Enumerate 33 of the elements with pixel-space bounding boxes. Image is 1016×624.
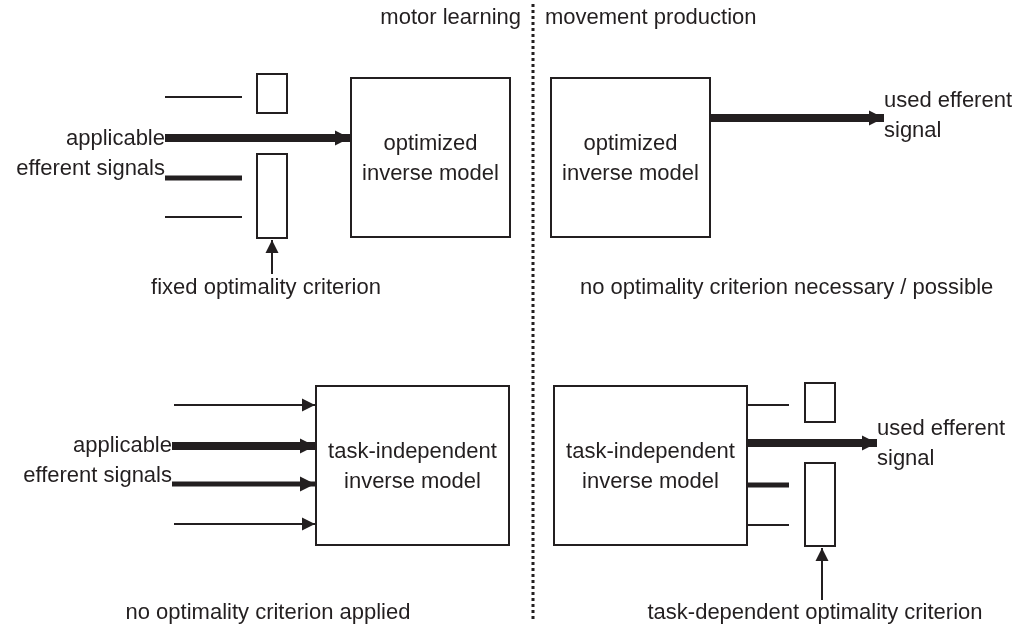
arrow <box>173 517 316 531</box>
signal-label: task-dependent optimality criterion <box>647 600 983 624</box>
box-label: task-independent inverse model <box>565 436 736 495</box>
signal-label: applicable efferent signals <box>22 431 172 489</box>
criterion-block <box>804 462 836 547</box>
arrow <box>815 547 829 601</box>
signal-line <box>747 524 790 526</box>
box-label: optimized inverse model <box>561 128 700 187</box>
signal-line <box>164 96 243 98</box>
criterion-block <box>256 153 288 239</box>
model-box <box>315 385 510 546</box>
model-box <box>553 385 748 546</box>
signal-label: used efferent signal <box>877 414 1007 472</box>
section-heading: movement production <box>545 5 757 29</box>
arrow <box>172 476 315 492</box>
model-box <box>350 77 511 238</box>
signal-line <box>747 404 790 406</box>
note-text: no optimality criterion applied <box>125 600 411 624</box>
arrow <box>265 239 279 275</box>
arrow <box>173 398 316 412</box>
signal-line <box>165 175 242 181</box>
signal-label: applicable efferent signals <box>15 124 165 182</box>
box-label: optimized inverse model <box>361 128 500 187</box>
model-box <box>550 77 711 238</box>
signal-line <box>164 216 243 218</box>
criterion-block <box>804 382 836 423</box>
note-text: no optimality criterion necessary / possible <box>580 275 994 299</box>
section-heading: motor learning <box>380 5 521 29</box>
signal-label: used efferent signal <box>884 86 1014 144</box>
signal-line <box>748 482 789 488</box>
criterion-block <box>256 73 288 114</box>
box-label: task-independent inverse model <box>327 436 498 495</box>
signal-label: fixed optimality criterion <box>151 275 381 299</box>
